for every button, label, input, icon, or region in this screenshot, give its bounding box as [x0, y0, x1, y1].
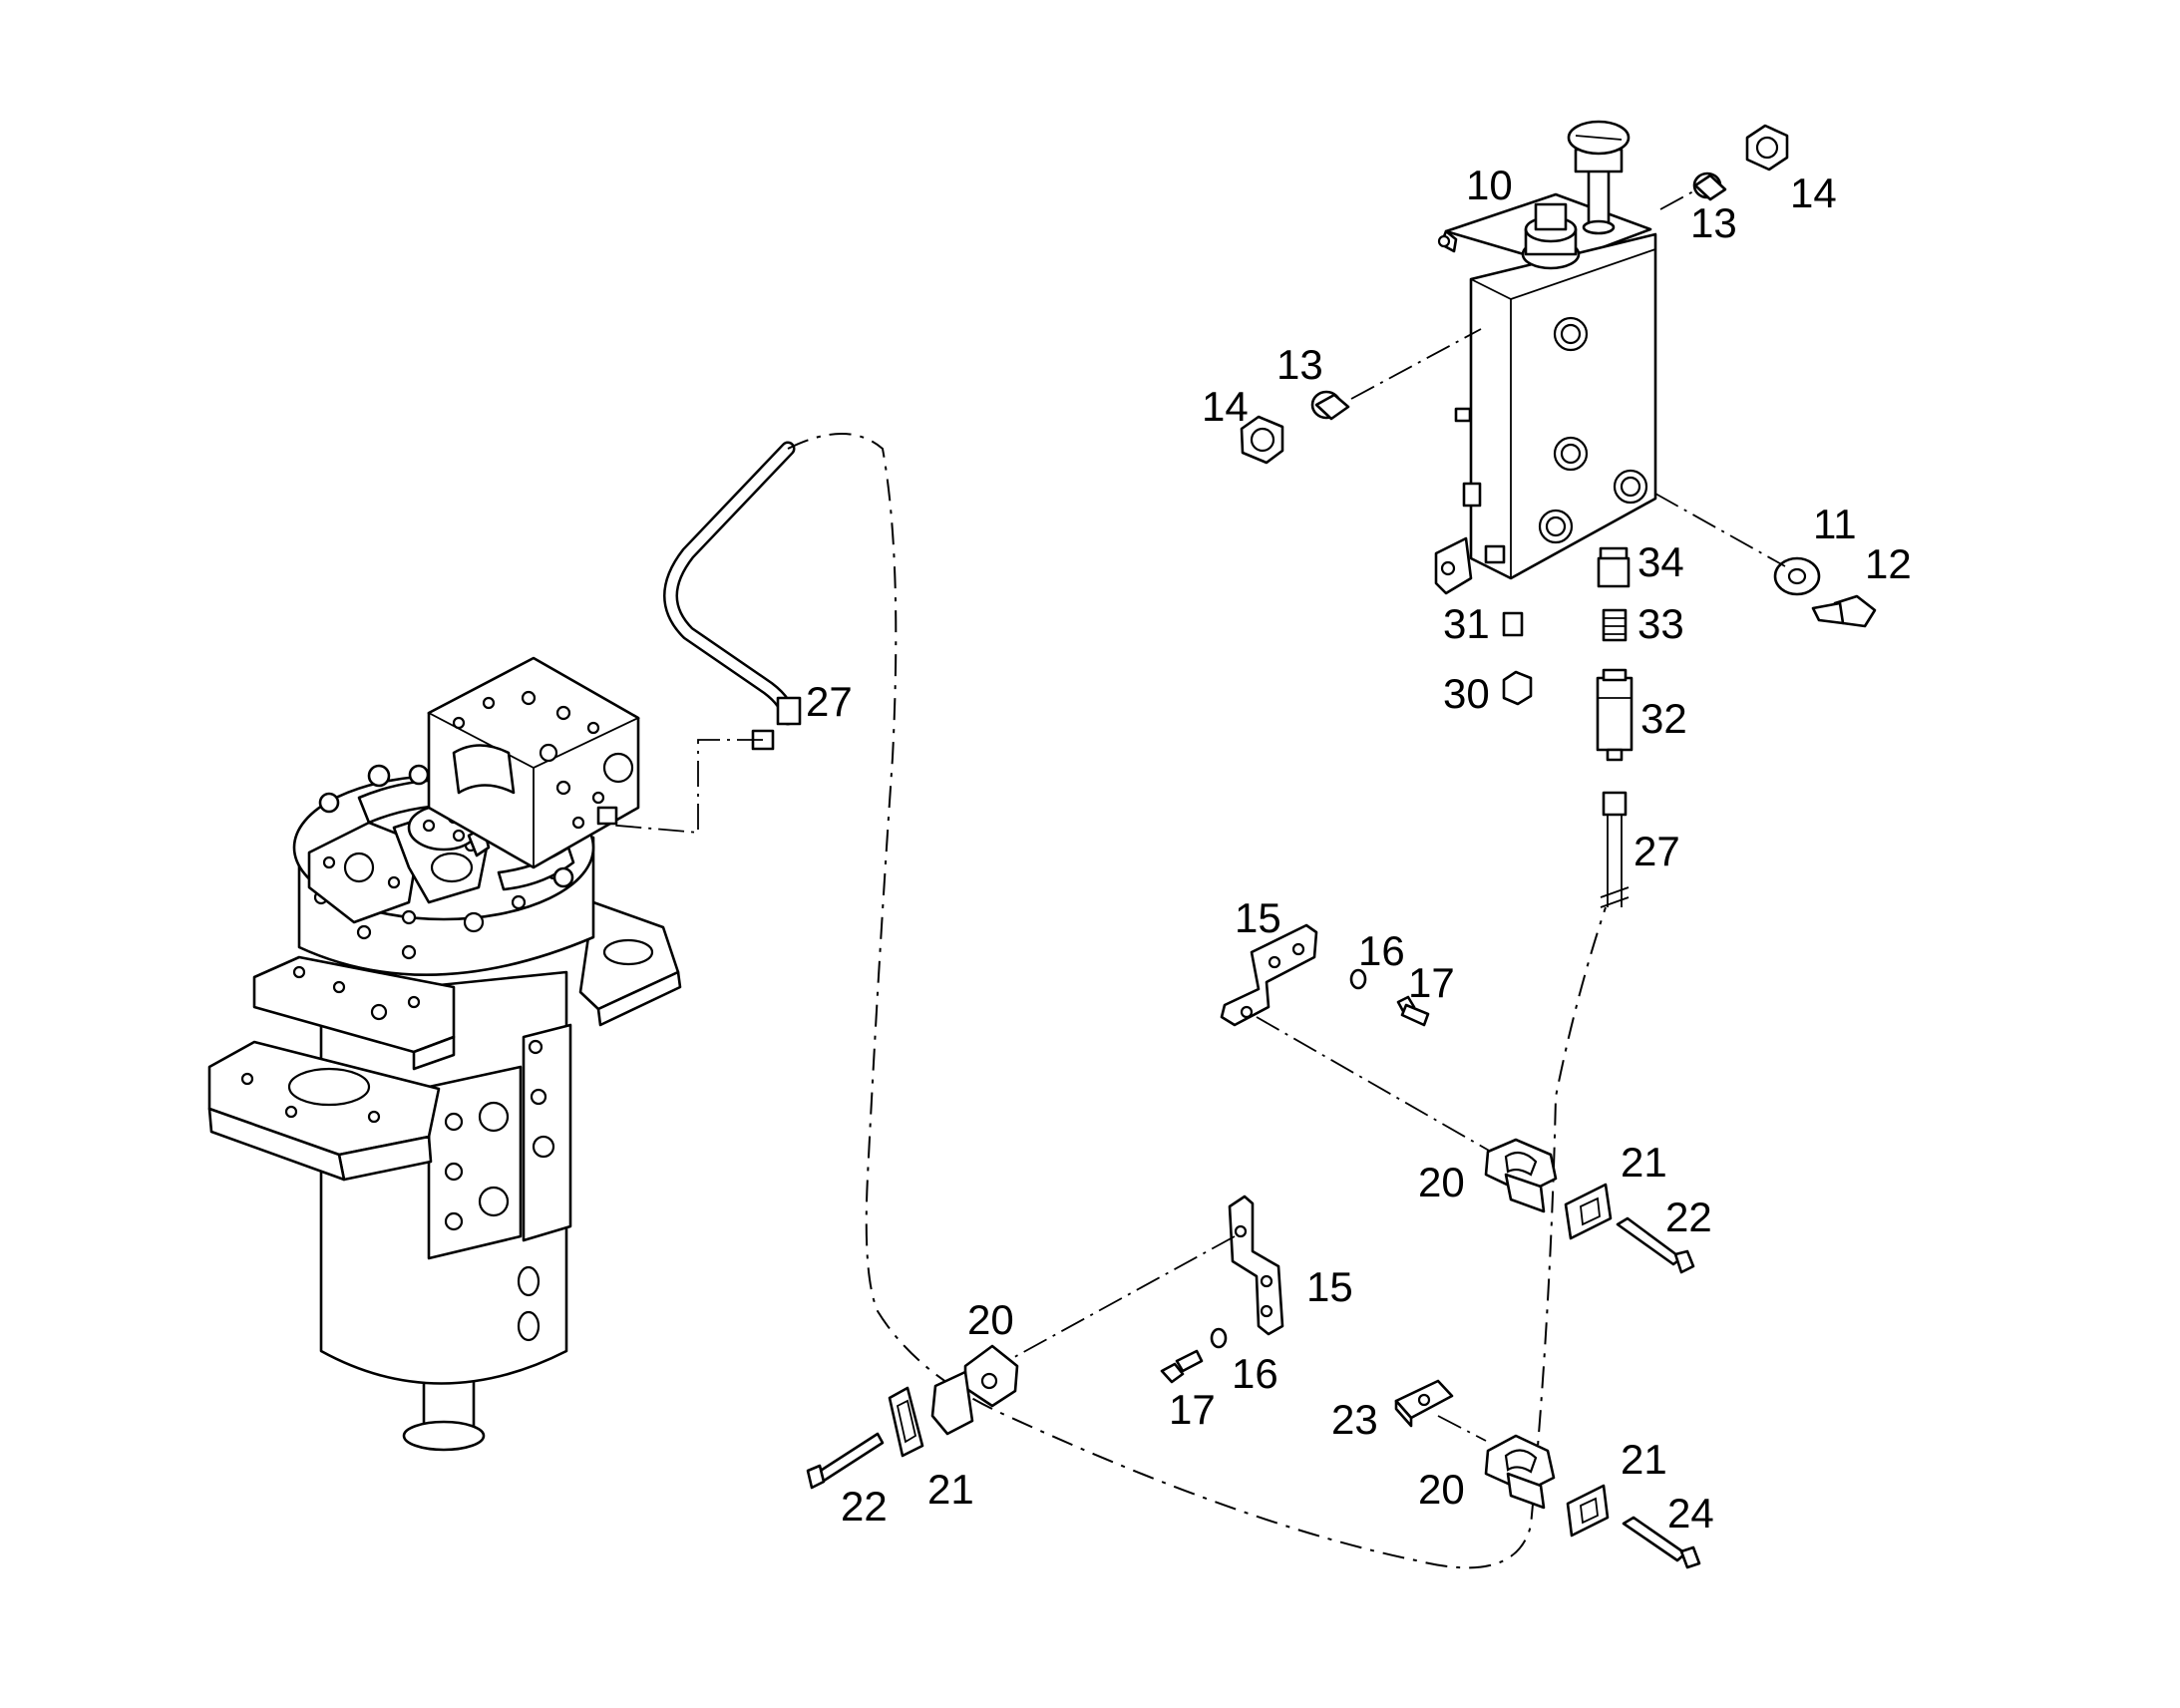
nut-14-left [1240, 415, 1284, 465]
callout-13: 13 [1276, 341, 1323, 388]
callout-23: 23 [1331, 1396, 1378, 1443]
callout-22: 22 [1665, 1194, 1712, 1240]
callout-21: 21 [1621, 1436, 1667, 1483]
washer-16-lower [1210, 1327, 1228, 1349]
callout-33: 33 [1637, 600, 1684, 647]
callout-32: 32 [1640, 695, 1687, 742]
washer-16-upper [1349, 968, 1367, 990]
callout-27: 27 [1634, 828, 1680, 874]
callout-16: 16 [1232, 1350, 1278, 1397]
nut-14-top [1745, 124, 1789, 171]
callout-21: 21 [1621, 1139, 1667, 1186]
fastener-13-top [1659, 171, 1727, 210]
callout-21: 21 [927, 1466, 974, 1513]
callout-17: 17 [1408, 959, 1455, 1006]
fastener-13-left [1310, 328, 1482, 421]
callout-20: 20 [1418, 1466, 1465, 1513]
callout-13: 13 [1690, 199, 1737, 246]
fitting-34 [1597, 546, 1631, 588]
washer-11 [1654, 493, 1821, 596]
callout-15: 15 [1235, 894, 1281, 941]
clamp-plate-21-lower [1566, 1484, 1610, 1537]
callout-11: 11 [1813, 501, 1857, 547]
bolt-12 [1811, 594, 1877, 628]
callout-30: 30 [1443, 670, 1490, 717]
clamp-20-lower [1484, 1434, 1556, 1510]
bracket-15-lower [1006, 1195, 1284, 1362]
callout-14: 14 [1790, 170, 1837, 216]
plate-23 [1394, 1379, 1487, 1442]
clamp-20-upper [1484, 1138, 1558, 1213]
bolt-22-left [806, 1432, 885, 1490]
fitting-33 [1602, 608, 1628, 642]
bracket-15-upper [1220, 923, 1492, 1153]
clamp-plate-21-left [888, 1386, 924, 1458]
callout-15: 15 [1306, 1263, 1353, 1310]
callout-34: 34 [1637, 538, 1684, 585]
callout-10: 10 [1466, 162, 1513, 208]
rotary-joint-assembly [207, 656, 682, 1452]
bolt-24 [1622, 1516, 1701, 1569]
callout-12: 12 [1865, 540, 1912, 587]
callout-16: 16 [1358, 927, 1405, 974]
callout-31: 31 [1443, 600, 1490, 647]
hydraulic-pipe-27-left [605, 441, 802, 834]
callout-27: 27 [806, 678, 853, 725]
callout-14: 14 [1202, 383, 1249, 430]
callout-24: 24 [1667, 1490, 1714, 1537]
coupling-32 [1596, 668, 1634, 762]
callout-labels: 10 13 14 13 14 11 12 34 31 33 30 32 27 2… [806, 162, 1912, 1537]
clamp-plate-21-upper [1564, 1183, 1613, 1240]
callout-20: 20 [1418, 1159, 1465, 1205]
callout-20: 20 [967, 1296, 1014, 1343]
callout-22: 22 [841, 1483, 888, 1530]
callout-17: 17 [1169, 1386, 1216, 1433]
bolt-22-upper [1616, 1216, 1695, 1274]
valve-block-10 [1434, 120, 1657, 595]
screw-17-lower [1160, 1349, 1204, 1384]
clamp-20-left [930, 1344, 1019, 1436]
hose-27-right [1600, 791, 1630, 908]
hose-route-line [787, 433, 1607, 1569]
screw-17-upper [1396, 995, 1430, 1027]
fitting-31 [1502, 611, 1524, 637]
nut-30 [1502, 670, 1533, 706]
